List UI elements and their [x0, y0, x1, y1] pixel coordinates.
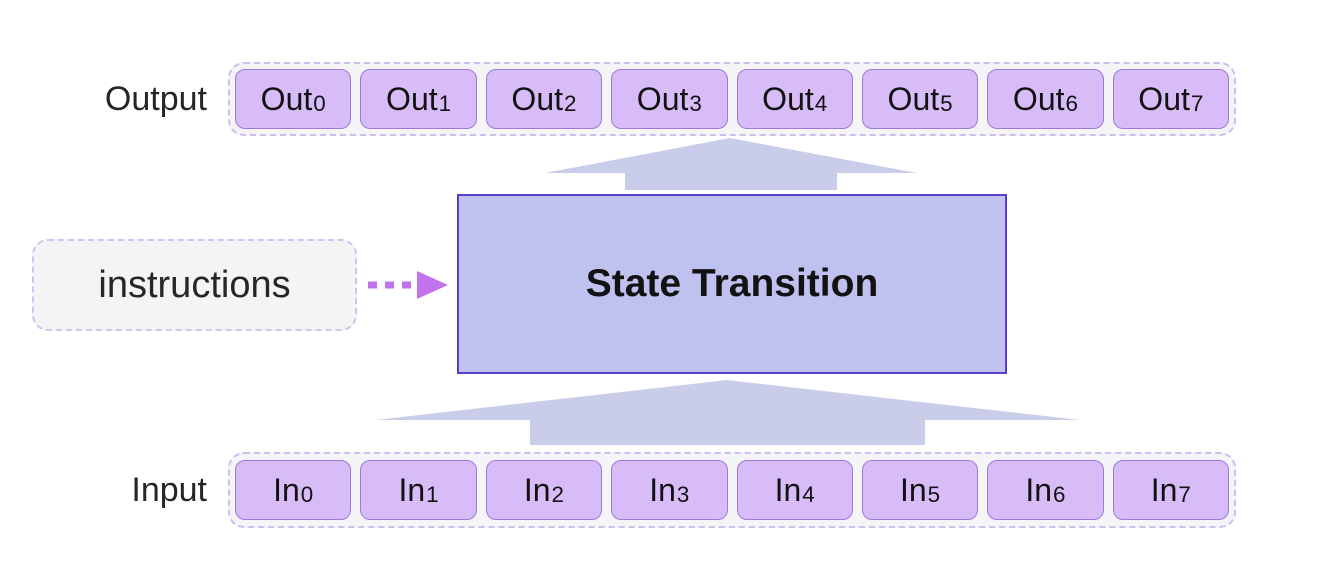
input-cell-base: In	[523, 471, 551, 508]
instructions-arrow	[368, 271, 448, 299]
input-cell-subscript: 0	[300, 482, 314, 508]
input-cell-subscript: 4	[802, 482, 815, 508]
input-cell-base: In	[1150, 471, 1178, 508]
output-cell-base: Out	[1138, 80, 1190, 117]
up-arrow-input-to-state	[375, 380, 1080, 445]
output-row-label: Output	[104, 80, 207, 118]
output-cell-subscript: 3	[689, 91, 702, 117]
input-row-label: Input	[131, 471, 207, 509]
input-cell-subscript: 5	[927, 482, 941, 508]
output-cell-subscript: 5	[940, 91, 953, 117]
output-cell-base: Out	[260, 80, 313, 117]
input-cell-subscript: 3	[676, 482, 690, 508]
output-cell-base: Out	[1012, 80, 1065, 117]
input-cell-subscript: 7	[1178, 482, 1191, 508]
state-transition-label: State Transition	[585, 262, 879, 305]
input-cell-base: In	[398, 471, 426, 508]
input-cell-subscript: 6	[1053, 482, 1066, 508]
output-cell-base: Out	[511, 80, 563, 117]
output-cell-subscript: 7	[1190, 91, 1204, 117]
input-cell-base: In	[774, 471, 802, 508]
state-transition-box: State Transition	[457, 194, 1007, 374]
input-cell-base: In	[273, 471, 300, 508]
input-cell-subscript: 2	[551, 482, 564, 508]
instructions-arrow-head-icon	[417, 271, 448, 299]
output-cell-subscript: 0	[313, 91, 326, 117]
output-cell-base: Out	[636, 80, 689, 117]
instructions-label: instructions	[98, 263, 291, 306]
input-cell-base: In	[649, 471, 676, 508]
output-cell-base: Out	[762, 80, 814, 117]
output-cell-base: Out	[887, 80, 940, 117]
instructions-box: instructions	[32, 239, 357, 331]
output-cell-base: Out	[386, 80, 438, 117]
input-cell-subscript: 1	[426, 482, 439, 508]
output-cell-subscript: 2	[564, 91, 577, 117]
up-arrow-state-to-output	[545, 138, 917, 190]
input-cell-base: In	[1025, 471, 1053, 508]
output-cell-subscript: 4	[814, 91, 828, 117]
input-cell-base: In	[899, 471, 927, 508]
output-cell-subscript: 1	[438, 91, 452, 117]
output-cell-subscript: 6	[1065, 91, 1078, 117]
